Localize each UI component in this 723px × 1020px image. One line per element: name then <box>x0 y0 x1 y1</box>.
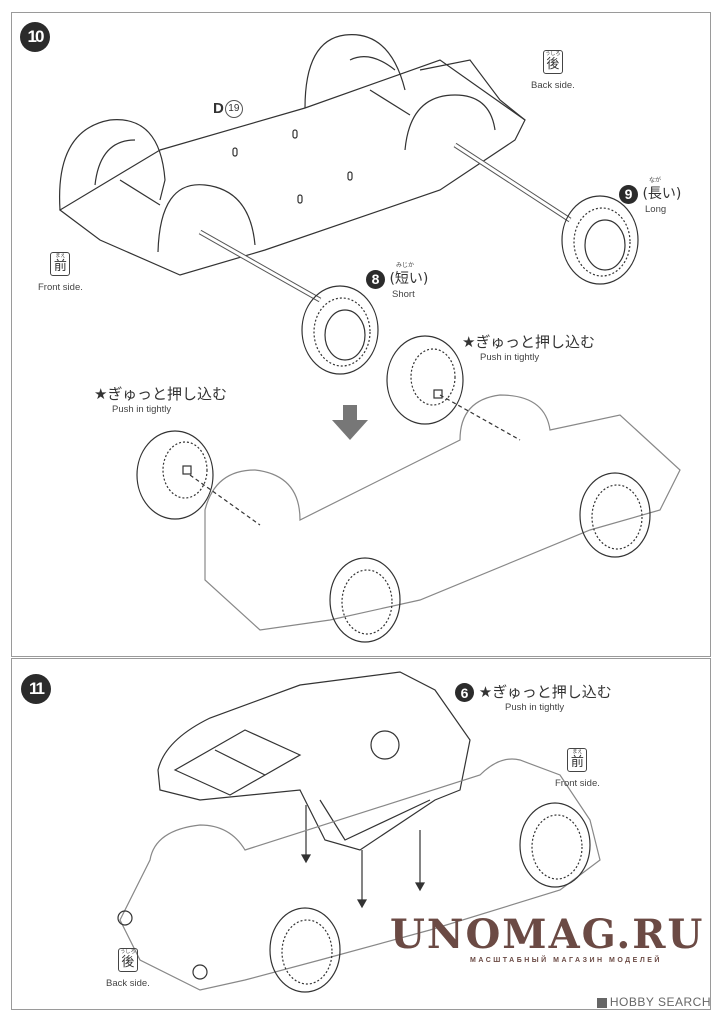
hobby-search-logo-icon <box>596 997 607 1008</box>
push-in-note-left: ★ぎゅっと押し込む Push in tightly <box>94 383 227 415</box>
hobby-search-credit: HOBBY SEARCH <box>596 995 711 1009</box>
step-number-badge: 10 <box>20 22 50 52</box>
front-furigana: まえ <box>572 749 583 755</box>
watermark-tagline: МАСШТАБНЫЙ МАГАЗИН МОДЕЛЕЙ <box>470 957 662 964</box>
front-kanji: 前 <box>570 755 584 770</box>
wheel-push-left <box>136 430 214 520</box>
push-note-jp: ★ぎゅっと押し込む <box>462 333 595 351</box>
part-6-badge: 6 <box>455 683 474 702</box>
back-side-indicator: うしろ後 Back side. <box>106 948 150 989</box>
push-note-en: Push in tightly <box>480 352 540 363</box>
back-furigana: うしろ <box>120 949 136 955</box>
chassis-assembled-outline <box>204 394 681 631</box>
part-number: 19 <box>224 100 243 119</box>
wheel-assembled-front <box>329 557 401 643</box>
front-left-wheel-arch <box>58 119 166 211</box>
part-9-badge: 9 <box>619 184 638 204</box>
back-side-label: Back side. <box>106 978 150 989</box>
part-8-furigana: みじか <box>396 262 415 269</box>
rear-right-wheel-arch <box>404 94 496 151</box>
back-furigana: うしろ <box>545 51 561 57</box>
part-8-en: Short <box>392 288 415 300</box>
back-kanji-box: うしろ後 <box>117 948 138 972</box>
step-number-badge: 11 <box>21 674 51 704</box>
part-9-en: Long <box>645 203 667 215</box>
push-note-en: Push in tightly <box>112 404 172 415</box>
front-side-label: Front side. <box>555 778 600 789</box>
wheel-push-right <box>386 335 464 425</box>
part-6-push-note: 6 ★ぎゅっと押し込む Push in tightly <box>455 681 612 713</box>
wheel-short <box>301 285 379 375</box>
front-side-indicator: まえ前 Front side. <box>555 748 600 789</box>
wheel-long <box>561 195 639 285</box>
back-side-label: Back side. <box>531 80 575 91</box>
part-tree-letter: D <box>213 100 224 117</box>
back-kanji-box: うしろ後 <box>542 50 563 74</box>
front-kanji-box: まえ前 <box>567 748 588 772</box>
watermark: UNOMAG.RU МАСШТАБНЫЙ МАГАЗИН МОДЕЛЕЙ <box>390 911 705 965</box>
front-side-label: Front side. <box>38 282 83 293</box>
back-kanji: 後 <box>121 955 135 970</box>
chassis-outline <box>58 59 526 276</box>
push-note-jp: ★ぎゅっと押し込む <box>478 683 612 701</box>
front-kanji-box: まえ前 <box>50 252 71 276</box>
back-kanji: 後 <box>546 57 560 72</box>
push-in-note-right: ★ぎゅっと押し込む Push in tightly <box>462 331 595 363</box>
watermark-brand: UNOMAG.RU <box>390 911 705 958</box>
wheel-assembled-rear <box>579 472 651 558</box>
part-8-short-label: みじか 8 (短い) Short <box>366 262 429 300</box>
rear-left-wheel-arch <box>304 34 406 109</box>
part-8-jp: (短い) <box>389 271 429 287</box>
part-9-long-label: なが 9 (長い) Long <box>619 177 682 215</box>
step-10-illustration <box>58 34 681 643</box>
front-kanji: 前 <box>53 259 67 274</box>
down-arrow-icon <box>332 405 368 440</box>
part-9-jp: (長い) <box>642 186 682 202</box>
push-note-en: Push in tightly <box>505 702 565 713</box>
push-note-jp: ★ぎゅっと押し込む <box>94 385 227 403</box>
credit-label: HOBBY SEARCH <box>609 995 711 1009</box>
front-furigana: まえ <box>55 253 66 259</box>
back-side-indicator: うしろ後 Back side. <box>531 50 575 91</box>
part-8-badge: 8 <box>366 269 385 289</box>
part-9-furigana: なが <box>649 177 662 184</box>
front-right-wheel-arch <box>157 184 256 253</box>
front-side-indicator: まえ前 Front side. <box>38 252 83 293</box>
